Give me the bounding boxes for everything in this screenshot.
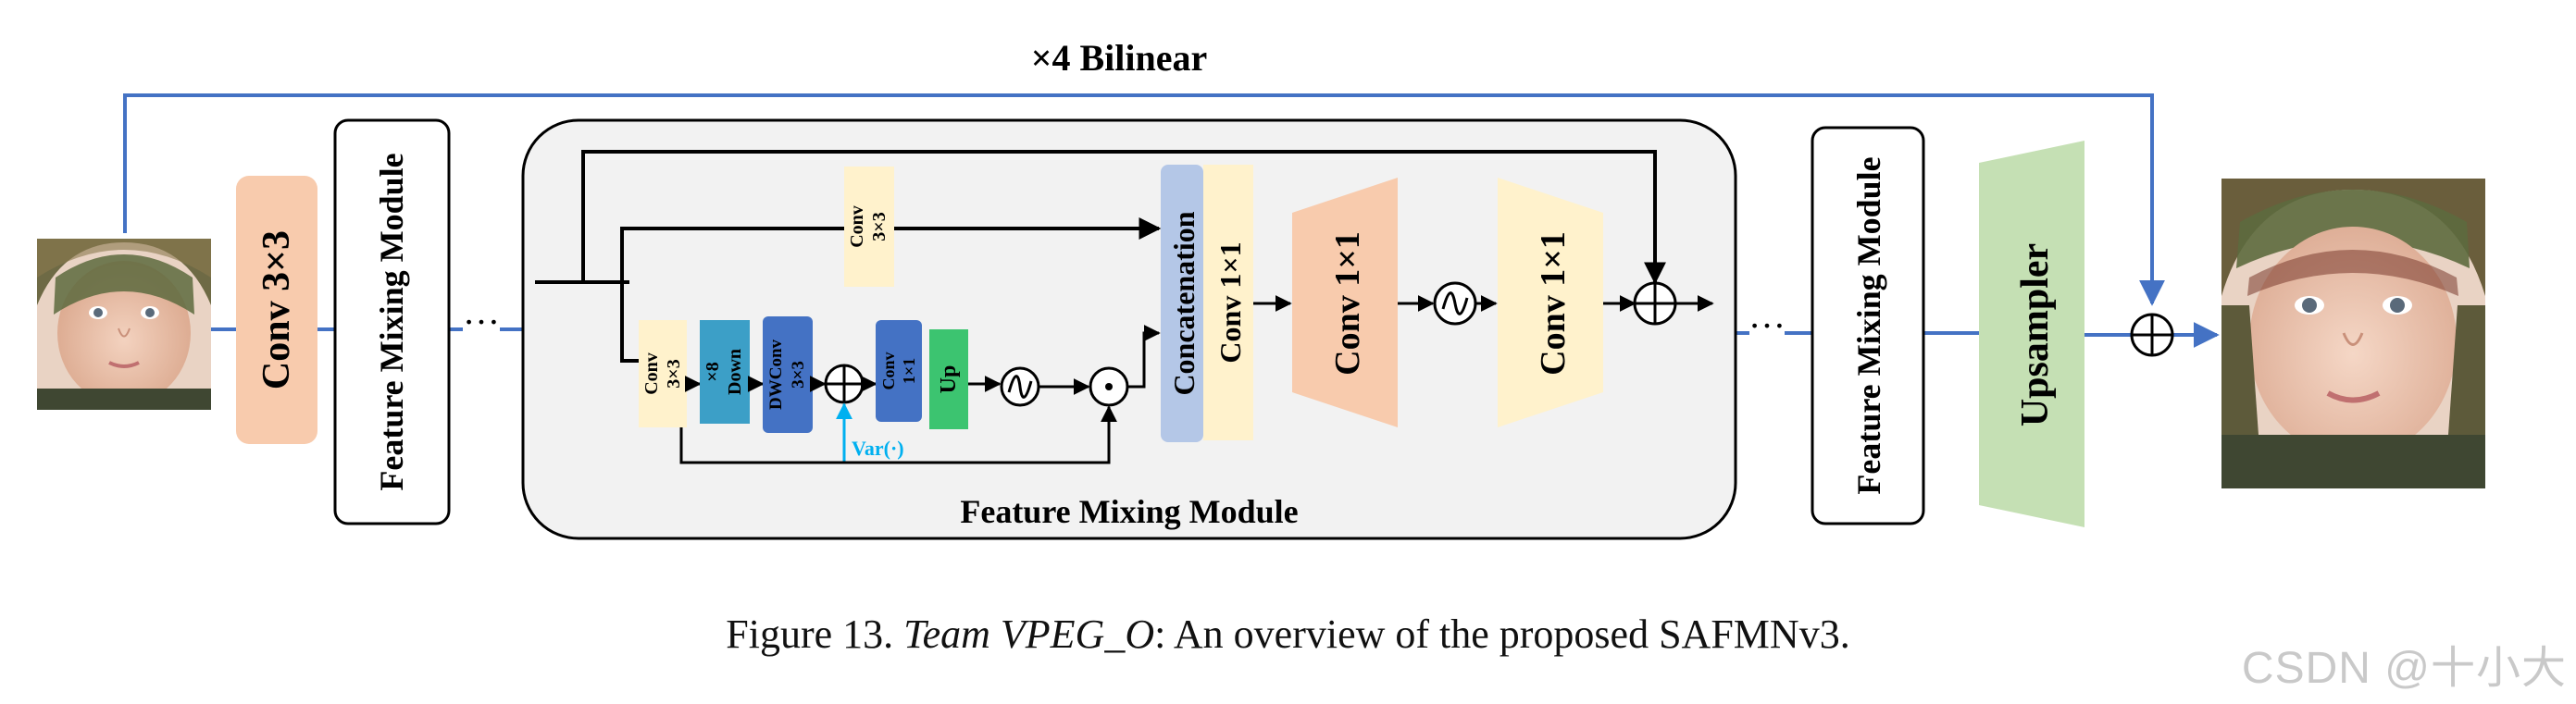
bilinear-label: ×4 Bilinear <box>1031 37 1208 79</box>
caption-prefix: Figure 13. <box>726 611 904 657</box>
inner-dwconv: DWConv 3×3 <box>763 316 813 433</box>
figure-caption: Figure 13. Team VPEG_O: An overview of t… <box>0 611 2576 658</box>
svg-text:3×3: 3×3 <box>789 361 808 389</box>
inner-concat: Concatenation <box>1161 165 1203 442</box>
caption-team: Team VPEG_O <box>903 611 1155 657</box>
inner-down: ×8 Down <box>700 320 750 424</box>
final-add-icon <box>2130 313 2174 357</box>
var-label: Var(·) <box>852 437 904 460</box>
inner-conv-top: Conv 3×3 <box>844 167 894 287</box>
inner-title: Feature Mixing Module <box>960 493 1298 530</box>
input-image <box>37 239 211 410</box>
svg-text:1×1: 1×1 <box>900 358 918 384</box>
svg-text:Conv 3×3: Conv 3×3 <box>255 230 298 389</box>
inner-conv1x1-c: Conv 1×1 <box>1498 178 1603 427</box>
svg-text:Feature Mixing Module: Feature Mixing Module <box>1850 156 1887 494</box>
inner-up: Up <box>929 329 968 429</box>
inner-conv-small: Conv 1×1 <box>876 320 922 422</box>
caption-suffix: : An overview of the proposed SAFMNv3. <box>1154 611 1850 657</box>
svg-text:Up: Up <box>937 365 961 394</box>
svg-text:×8: ×8 <box>703 362 723 381</box>
svg-text:Concatenation: Concatenation <box>1167 211 1201 395</box>
svg-text:3×3: 3×3 <box>664 359 684 388</box>
svg-text:Conv 1×1: Conv 1×1 <box>1534 231 1573 376</box>
svg-text:Conv: Conv <box>879 352 898 389</box>
svg-text:Feature Mixing Module: Feature Mixing Module <box>373 153 410 490</box>
fmm-right: Feature Mixing Module <box>1811 126 1925 525</box>
inner-conv-left: Conv 3×3 <box>639 320 687 427</box>
fmm-left: Feature Mixing Module <box>333 118 451 525</box>
inner-activation-icon <box>1000 366 1040 407</box>
svg-text:Conv 1×1: Conv 1×1 <box>1328 231 1367 376</box>
svg-text:3×3: 3×3 <box>869 212 890 241</box>
svg-text:Conv: Conv <box>847 205 867 248</box>
inner-conv1x1-b: Conv 1×1 <box>1292 178 1398 427</box>
multiply-branch-line <box>679 405 1117 464</box>
diagram-canvas: ×4 Bilinear … … Conv 3×3 Feature Mixing … <box>37 37 2485 540</box>
watermark: CSDN @十小大 <box>2241 644 2567 693</box>
ellipsis-right: … <box>1748 294 1786 336</box>
inner-activation2-icon <box>1433 281 1477 326</box>
svg-text:Upsampler: Upsampler <box>2014 243 2057 426</box>
bilinear-skip-line <box>123 93 2165 306</box>
conv-3x3-input: Conv 3×3 <box>236 176 317 444</box>
svg-text:Conv: Conv <box>641 352 662 395</box>
inner-conv1x1-a: Conv 1×1 <box>1203 165 1253 440</box>
svg-text:Down: Down <box>725 349 745 395</box>
inner-multiply-icon <box>1089 366 1129 407</box>
svg-text:DWConv: DWConv <box>766 339 786 410</box>
svg-text:Conv 1×1: Conv 1×1 <box>1213 241 1247 363</box>
output-image <box>2221 179 2485 488</box>
inner-add-icon <box>824 364 865 404</box>
upsampler: Upsampler <box>1979 141 2084 527</box>
ellipsis-left: … <box>463 290 500 332</box>
inner-add2-icon <box>1633 281 1677 326</box>
fmm-inner: Feature Mixing Module Conv 3×3 Conv 3×3 … <box>521 118 1737 540</box>
